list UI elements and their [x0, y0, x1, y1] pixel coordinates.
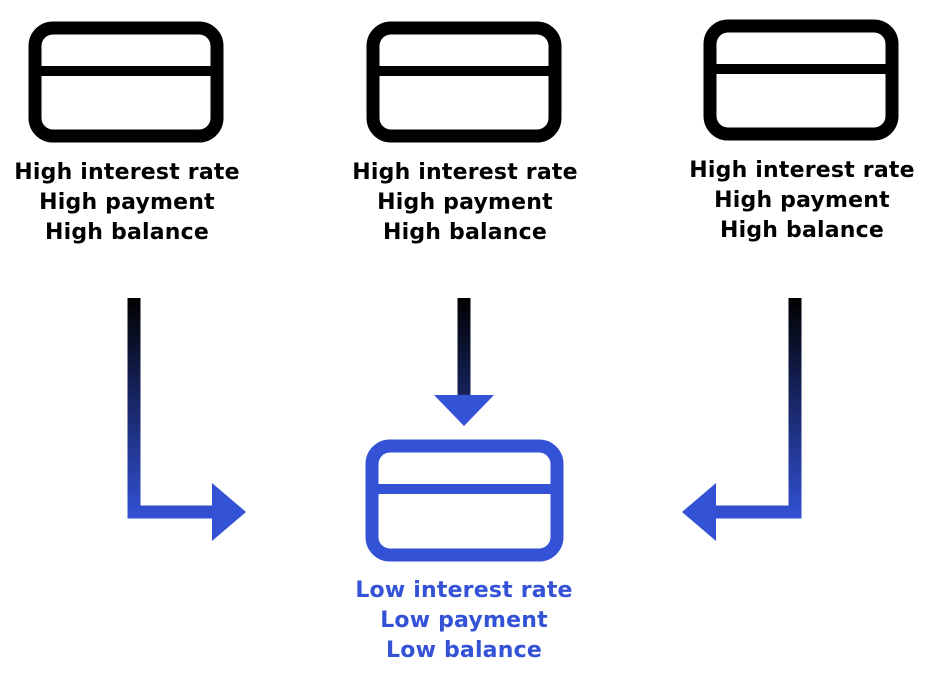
payment-label: Low payment	[380, 608, 548, 633]
balance-label: Low balance	[386, 638, 542, 663]
result-card-caption: Low interest rate Low payment Low balanc…	[334, 576, 594, 666]
credit-card-icon	[28, 21, 224, 143]
balance-label: High balance	[719, 218, 885, 243]
interest-rate-label: Low interest rate	[355, 578, 573, 603]
credit-card-icon	[365, 439, 564, 562]
card-caption-center: High interest rate High payment High bal…	[335, 158, 595, 248]
interest-rate-label: High interest rate	[352, 160, 578, 185]
payment-label: High payment	[714, 188, 890, 213]
credit-card-icon	[703, 19, 899, 141]
credit-card-icon	[366, 21, 562, 143]
balance-label: High balance	[382, 220, 548, 245]
payment-label: High payment	[39, 190, 215, 215]
card-caption-left: High interest rate High payment High bal…	[0, 158, 257, 248]
arrow-center-to-result	[434, 298, 494, 426]
card-caption-right: High interest rate High payment High bal…	[672, 156, 929, 246]
payment-label: High payment	[377, 190, 553, 215]
interest-rate-label: High interest rate	[14, 160, 240, 185]
balance-label: High balance	[44, 220, 210, 245]
arrow-right-to-result	[682, 298, 802, 541]
arrow-left-to-result	[127, 298, 246, 541]
interest-rate-label: High interest rate	[689, 158, 915, 183]
